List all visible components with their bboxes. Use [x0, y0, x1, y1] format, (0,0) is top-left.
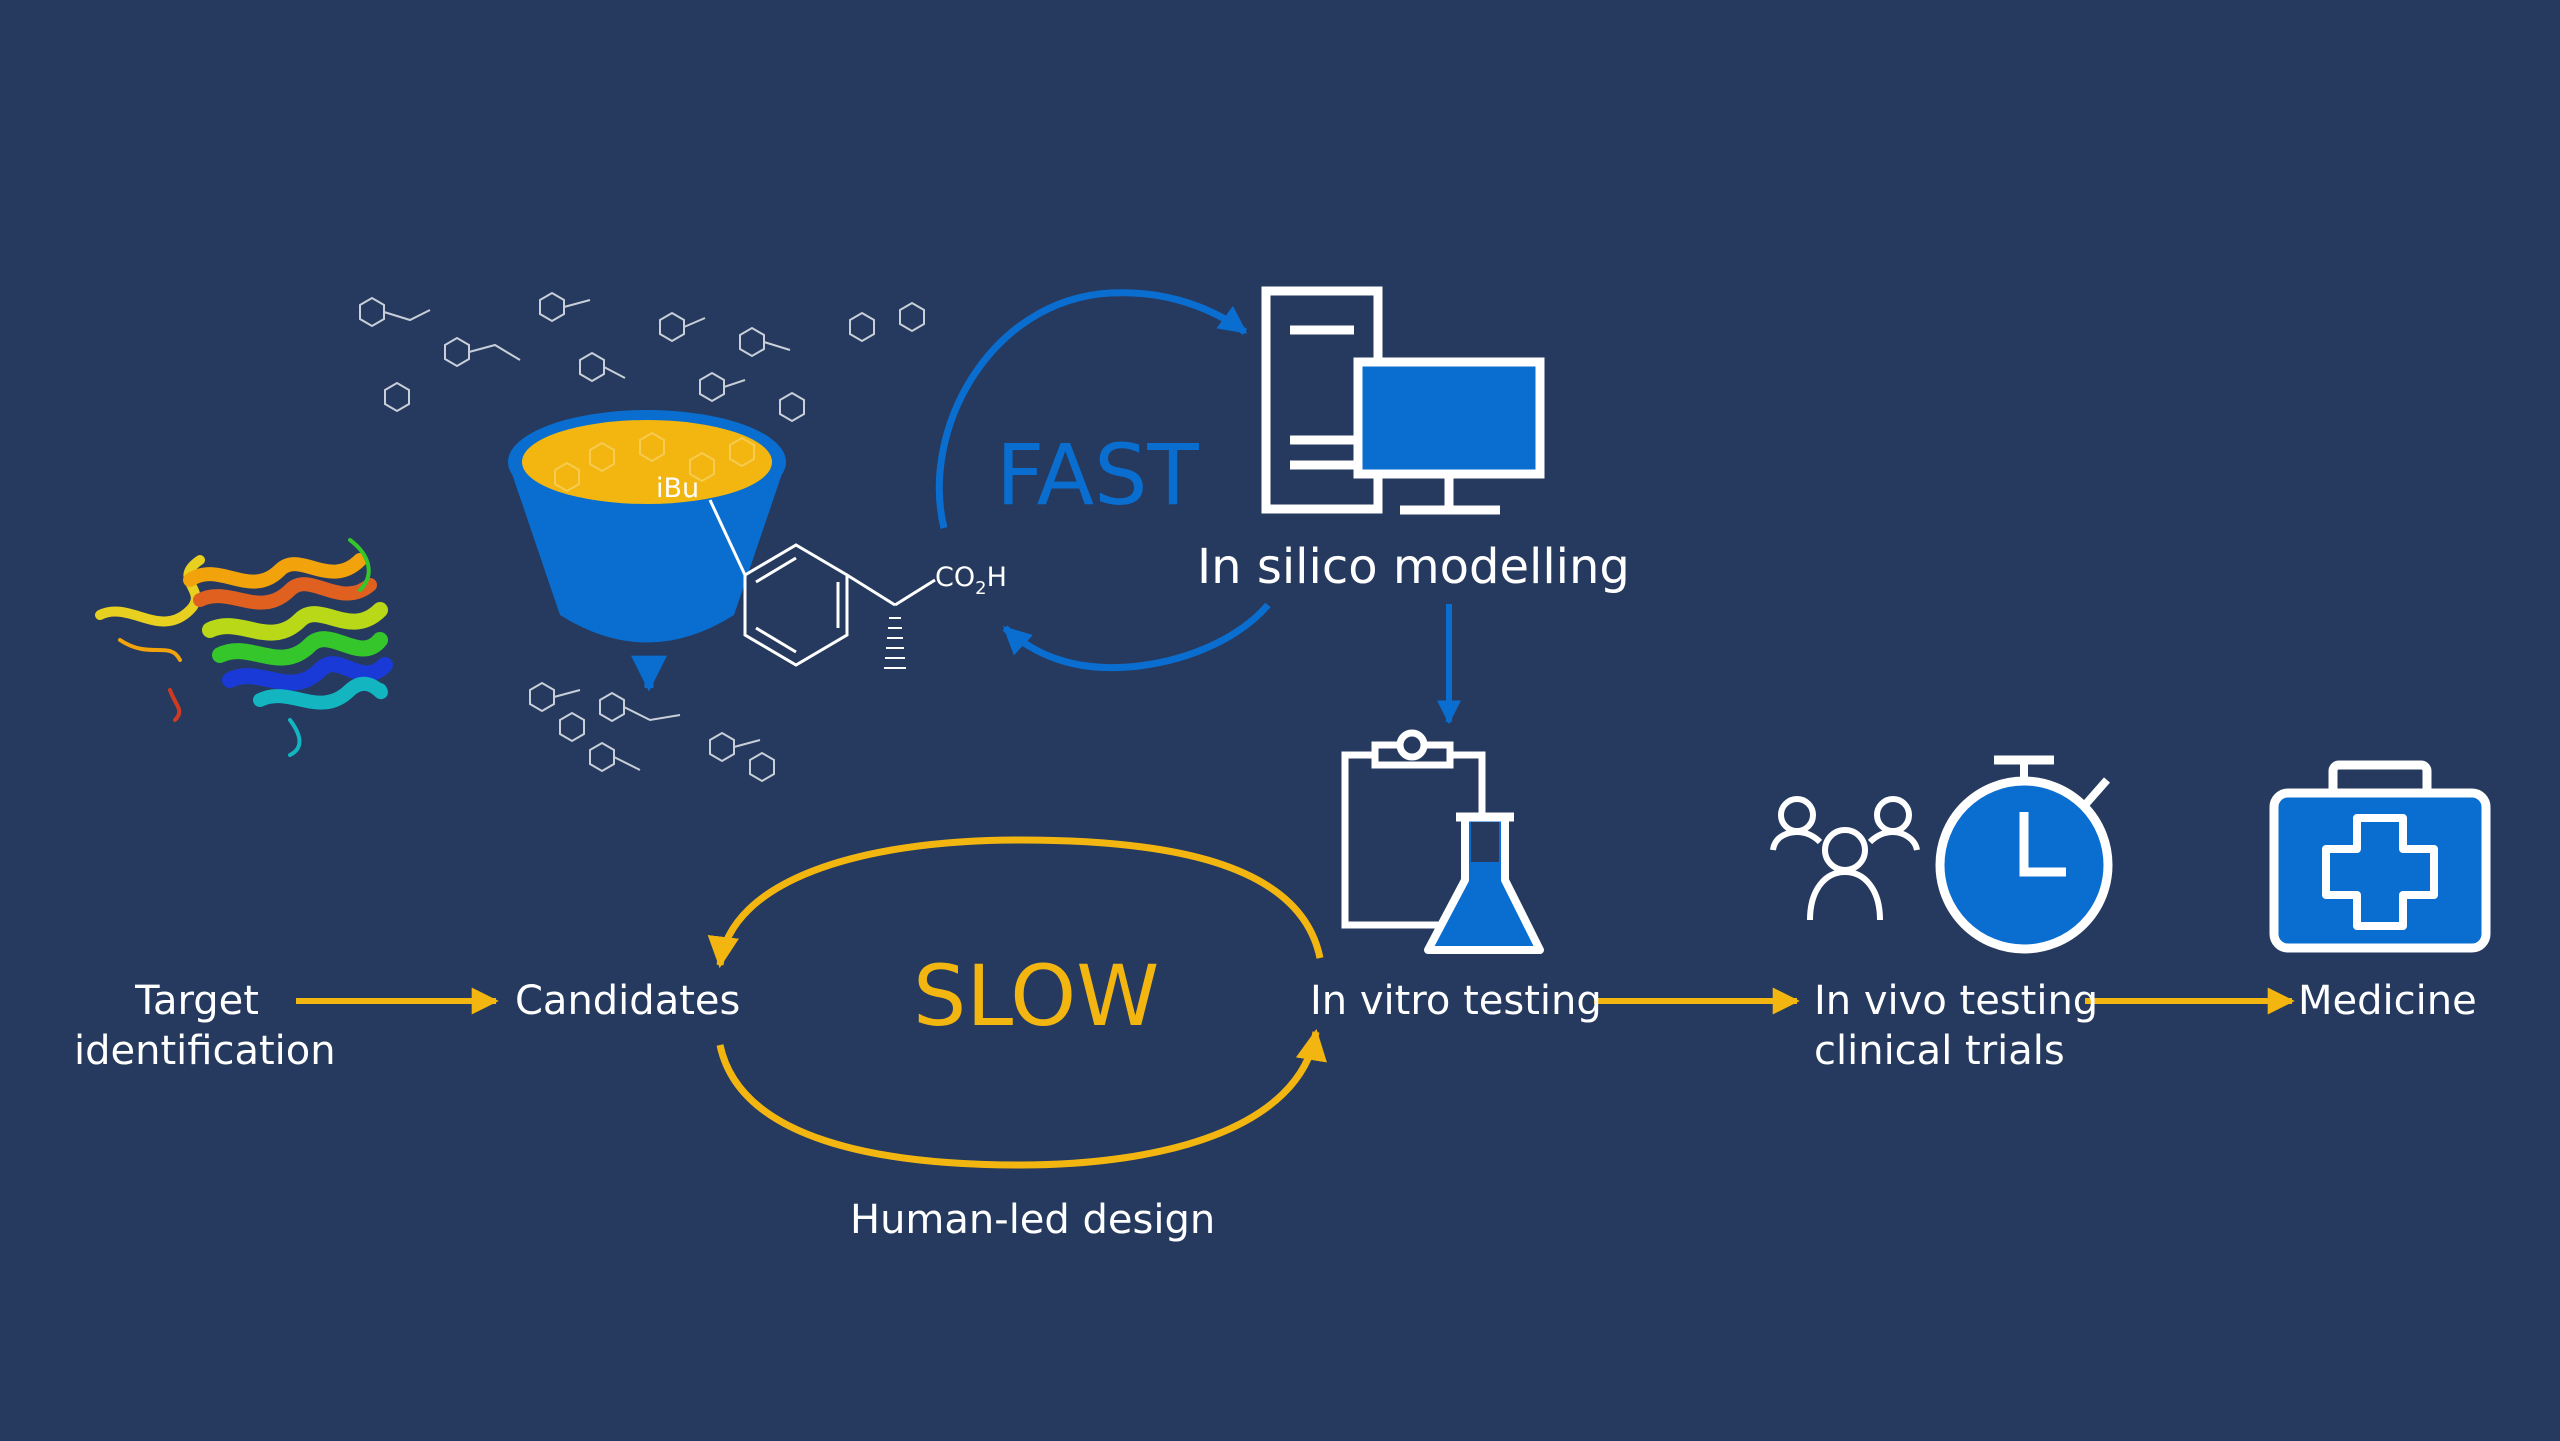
human-led-design-label: Human-led design — [850, 1197, 1216, 1243]
slow-label: SLOW — [913, 947, 1160, 1045]
protein-structure-icon — [95, 538, 393, 757]
medicine-label: Medicine — [2298, 978, 2477, 1024]
target-line-2: identification — [74, 1028, 336, 1074]
ibuprofen-molecule-icon — [708, 499, 936, 669]
target-identification-label: Target identification — [74, 976, 336, 1076]
ibu-substituent-label: iBu — [656, 473, 700, 504]
acid-group-label: CO2H — [935, 562, 1007, 599]
in-silico-label: In silico modelling — [1197, 539, 1630, 595]
slow-loop — [707, 836, 1327, 1169]
acid-subscript: 2 — [975, 578, 987, 599]
acid-co: CO — [935, 562, 976, 593]
compound-funnel-icon — [508, 410, 786, 692]
in-vivo-label: In vivo testing clinical trials — [1814, 976, 2098, 1076]
fast-loop — [935, 289, 1271, 672]
candidates-label: Candidates — [515, 978, 741, 1024]
in-vivo-line-1: In vivo testing — [1814, 978, 2099, 1024]
target-line-1: Target — [135, 978, 259, 1024]
people-stopwatch-icon — [1770, 755, 2113, 954]
fast-label: FAST — [996, 426, 1199, 524]
acid-h: H — [986, 562, 1007, 593]
clipboard-flask-icon — [1341, 729, 1544, 954]
compound-library-sketches — [359, 291, 925, 783]
medical-kit-icon — [2269, 760, 2491, 953]
computer-server-icon — [1261, 286, 1545, 515]
in-vitro-label: In vitro testing — [1310, 978, 1602, 1024]
in-vivo-line-2: clinical trials — [1814, 1028, 2065, 1074]
